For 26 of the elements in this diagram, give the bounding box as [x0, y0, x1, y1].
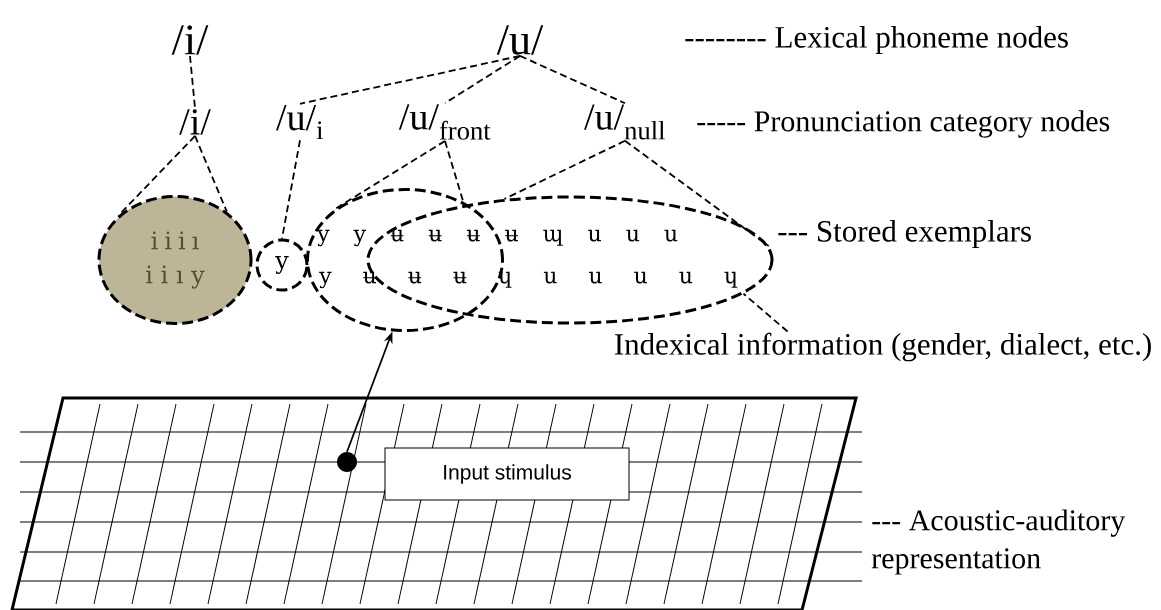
connector-line — [117, 135, 196, 217]
phoneme-label: /i/ — [171, 25, 209, 55]
annotation-text: --- Acoustic-auditory representation — [871, 509, 1126, 575]
connector-line — [444, 55, 521, 104]
category-label: /u/$_{front}$ — [398, 104, 491, 140]
category-label: /u/$_{null}$ — [584, 104, 665, 140]
category-label: /u/$_{i}$ — [276, 104, 323, 140]
annotation-text: -------- Lexical phoneme nodes — [685, 25, 1068, 55]
connector-line — [519, 55, 626, 105]
connector-line — [624, 139, 770, 247]
connector-line — [194, 135, 228, 213]
phoneme-label: /u/ — [496, 25, 544, 55]
stimulus-dot — [337, 452, 357, 472]
leader-line — [742, 292, 789, 333]
stimulus-box: Input stimulus — [384, 447, 630, 501]
connector-line — [503, 139, 626, 200]
category-label: /i/ — [179, 109, 211, 135]
annotation-text: --- Stored exemplars — [778, 219, 1031, 249]
connector-line — [299, 55, 521, 105]
connector-line — [189, 55, 196, 109]
exemplar-row: y y ʉ ʉ ʉ ʉ ɰ u u u — [317, 229, 678, 247]
connector-line — [281, 139, 301, 240]
connector-line — [444, 140, 465, 203]
connector-line — [335, 140, 446, 210]
callout-text: Indexical information (gender, dialect, etc.) — [614, 332, 1151, 362]
annotation-text: ----- Pronunciation category nodes — [697, 110, 1110, 138]
